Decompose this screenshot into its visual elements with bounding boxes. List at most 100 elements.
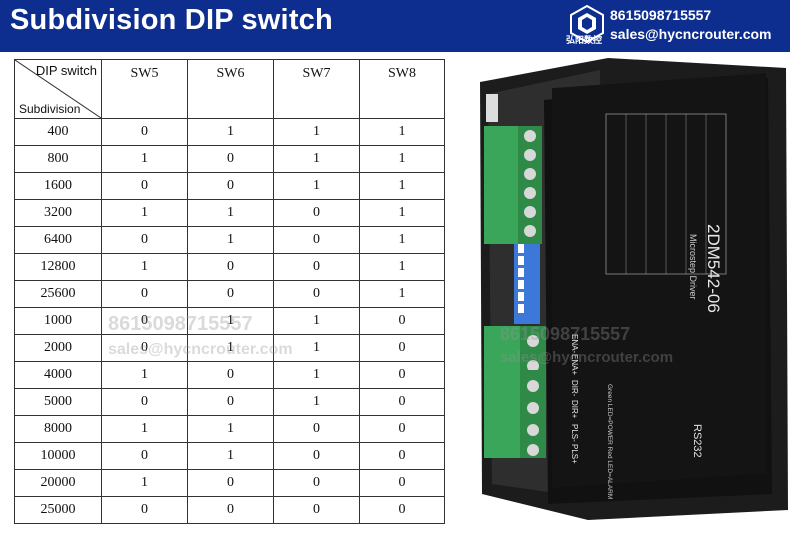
switch-state-sw6: 1 [187, 415, 274, 443]
driver-panel-text: 2DM542-06 Microstep Driver RS232 Green L… [605, 113, 727, 499]
switch-state-sw8: 1 [359, 199, 445, 227]
column-header-sw6: SW6 [187, 59, 274, 119]
switch-state-sw6: 1 [187, 118, 274, 146]
switch-state-sw6: 0 [187, 172, 274, 200]
subdivision-value: 3200 [14, 199, 102, 227]
driver-product-photo: 2DM542-06 Microstep Driver RS232 Green L… [468, 54, 790, 524]
switch-state-sw6: 1 [187, 199, 274, 227]
switch-state-sw5: 1 [101, 199, 188, 227]
switch-state-sw7: 0 [273, 496, 360, 524]
dip-switch-table: DIP switch Subdivision SW5 SW6 SW7 SW8 4… [14, 59, 445, 524]
switch-state-sw5: 1 [101, 145, 188, 173]
motor-terminal-block [484, 126, 542, 244]
subdivision-value: 25000 [14, 496, 102, 524]
switch-state-sw8: 1 [359, 145, 445, 173]
subdivision-value: 1600 [14, 172, 102, 200]
subdivision-value: 2000 [14, 334, 102, 362]
contact-email: sales@hycncrouter.com [610, 26, 772, 42]
corner-label-subdivision: Subdivision [19, 102, 81, 116]
subdivision-value: 800 [14, 145, 102, 173]
switch-state-sw6: 0 [187, 280, 274, 308]
switch-state-sw8: 0 [359, 307, 445, 335]
switch-state-sw8: 1 [359, 253, 445, 281]
switch-state-sw7: 0 [273, 226, 360, 254]
table-header-row: DIP switch Subdivision SW5 SW6 SW7 SW8 [14, 59, 445, 119]
switch-state-sw8: 0 [359, 469, 445, 497]
switch-state-sw8: 0 [359, 361, 445, 389]
header-banner: Subdivision DIP switch 弘阳数控 861509871555… [0, 0, 790, 52]
terminal-label-dir-plus: DIR+ [570, 400, 579, 419]
subdivision-value: 5000 [14, 388, 102, 416]
watermark-phone: 8615098715557 [108, 313, 253, 335]
corner-diagonal-line [15, 60, 101, 118]
switch-state-sw8: 1 [359, 172, 445, 200]
control-terminal-block: ENA- ENA+ DIR- DIR+ PLS- PLS+ [484, 326, 579, 464]
contact-phone: 8615098715557 [610, 7, 712, 23]
subdivision-value: 10000 [14, 442, 102, 470]
switch-state-sw7: 1 [273, 118, 360, 146]
switch-state-sw7: 0 [273, 199, 360, 227]
driver-type-label: Microstep Driver [688, 234, 698, 300]
switch-state-sw6: 0 [187, 361, 274, 389]
switch-state-sw7: 1 [273, 145, 360, 173]
switch-state-sw8: 0 [359, 388, 445, 416]
switch-state-sw5: 0 [101, 118, 188, 146]
switch-state-sw5: 0 [101, 280, 188, 308]
switch-state-sw7: 0 [273, 280, 360, 308]
page-title: Subdivision DIP switch [10, 4, 333, 36]
subdivision-value: 6400 [14, 226, 102, 254]
switch-state-sw7: 1 [273, 334, 360, 362]
switch-state-sw8: 0 [359, 334, 445, 362]
switch-state-sw5: 0 [101, 172, 188, 200]
column-header-sw8: SW8 [359, 59, 445, 119]
subdivision-value: 25600 [14, 280, 102, 308]
switch-state-sw5: 0 [101, 442, 188, 470]
switch-state-sw7: 1 [273, 361, 360, 389]
switch-state-sw5: 0 [101, 307, 188, 335]
switch-state-sw6: 0 [187, 388, 274, 416]
switch-state-sw6: 1 [187, 442, 274, 470]
switch-state-sw6: 1 [187, 226, 274, 254]
subdivision-value: 12800 [14, 253, 102, 281]
column-header-sw5: SW5 [101, 59, 188, 119]
subdivision-value: 8000 [14, 415, 102, 443]
subdivision-value: 1000 [14, 307, 102, 335]
driver-side-label [486, 94, 498, 122]
switch-state-sw6: 0 [187, 469, 274, 497]
column-header-sw7: SW7 [273, 59, 360, 119]
switch-state-sw7: 1 [273, 172, 360, 200]
terminal-label-ena-minus: ENA- [570, 334, 579, 353]
switch-state-sw6: 0 [187, 253, 274, 281]
driver-body [480, 58, 788, 520]
terminal-label-dir-minus: DIR- [570, 380, 579, 397]
switch-state-sw8: 1 [359, 226, 445, 254]
switch-state-sw5: 1 [101, 469, 188, 497]
switch-state-sw5: 0 [101, 226, 188, 254]
switch-state-sw5: 0 [101, 496, 188, 524]
watermark-email-right: sales@hycncrouter.com [500, 349, 674, 366]
switch-state-sw7: 0 [273, 253, 360, 281]
switch-state-sw7: 0 [273, 442, 360, 470]
switch-state-sw8: 0 [359, 415, 445, 443]
switch-state-sw8: 0 [359, 442, 445, 470]
switch-state-sw6: 0 [187, 496, 274, 524]
rs232-label: RS232 [691, 424, 703, 458]
corner-label-dip-switch: DIP switch [35, 63, 97, 78]
dip-switch-block [514, 239, 540, 324]
terminal-label-pls-minus: PLS- [570, 424, 579, 442]
switch-state-sw7: 1 [273, 307, 360, 335]
